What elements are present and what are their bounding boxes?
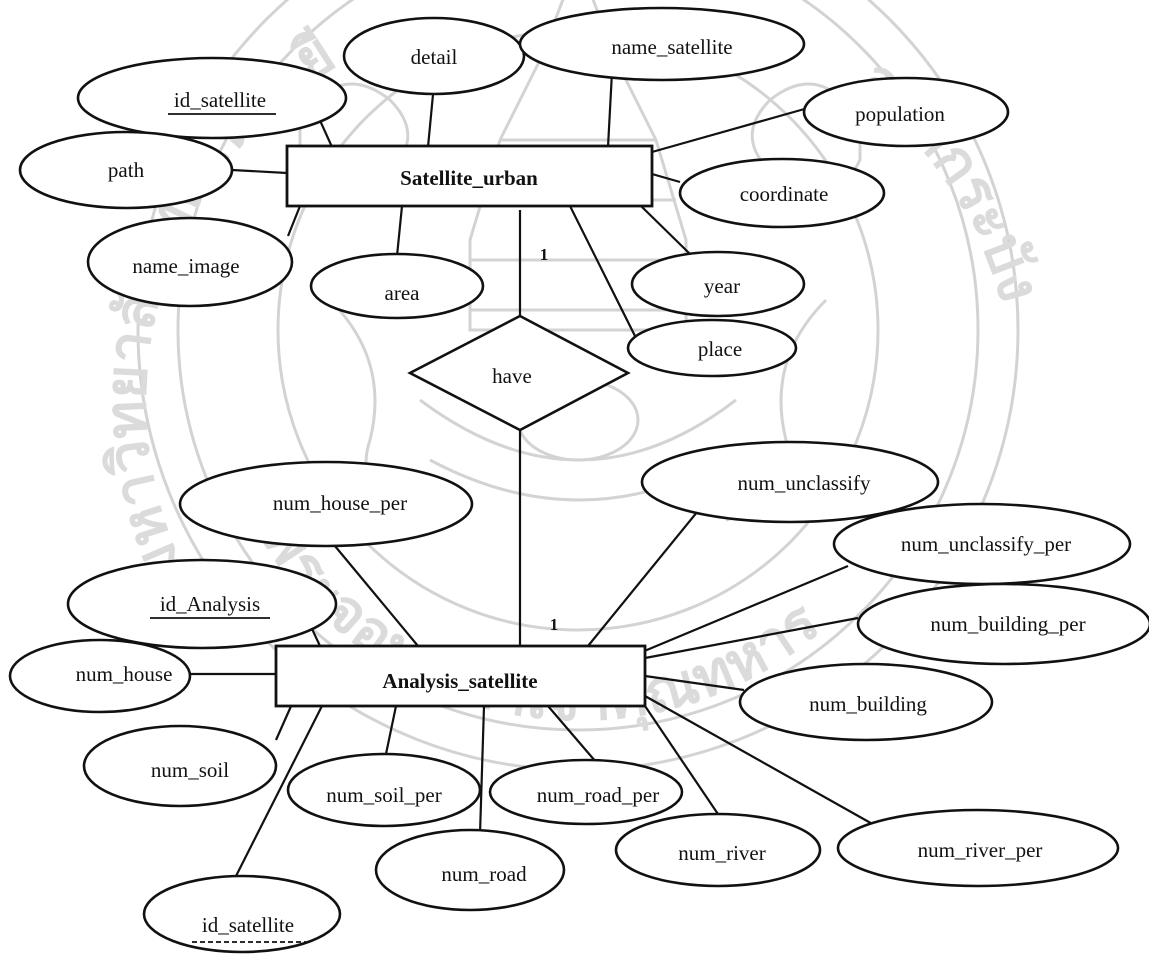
entity-satellite-urban: Satellite_urban (285, 144, 654, 208)
attribute-num-house: num_house (8, 638, 192, 714)
entity-analysis-satellite-label: Analysis_satellite (382, 669, 537, 693)
attribute-coordinate: coordinate (678, 157, 886, 229)
attribute-name-satellite: name_satellite (518, 6, 806, 82)
attribute-num-building: num_building (738, 662, 994, 742)
attribute-path: path (18, 130, 234, 210)
attribute-num-soil: num_soil (82, 724, 278, 808)
attribute-num-soil-label: num_soil (151, 758, 229, 782)
attribute-num-river-per-label: num_river_per (918, 838, 1043, 862)
attribute-id-satellite-foreign-key: id_satellite (142, 874, 342, 954)
attribute-num-house-label: num_house (76, 662, 173, 686)
attribute-id-satellite-label: id_satellite (174, 88, 266, 112)
attribute-id-satellite-fk-label: id_satellite (202, 913, 294, 937)
attribute-num-road: num_road (374, 828, 566, 912)
attribute-num-road-per-label: num_road_per (537, 783, 659, 807)
cardinality-bottom: 1 (550, 615, 559, 634)
attribute-population-label: population (855, 102, 945, 126)
attribute-id-analysis-label: id_Analysis (160, 592, 260, 616)
attribute-num-house-per: num_house_per (178, 460, 474, 548)
attribute-num-unclassify-per: num_unclassify_per (832, 502, 1132, 586)
attribute-name-image: name_image (86, 216, 294, 308)
attribute-place-label: place (698, 337, 742, 361)
attribute-num-soil-per-label: num_soil_per (326, 783, 442, 807)
relationship-have: have 1 1 (407, 245, 631, 634)
attribute-num-river-per: num_river_per (836, 808, 1120, 888)
attribute-name-satellite-label: name_satellite (611, 35, 732, 59)
analysis-satellite-connectors (190, 505, 877, 881)
attribute-area-label: area (385, 281, 421, 305)
attribute-year-label: year (704, 274, 740, 298)
attribute-population: population (802, 76, 1010, 148)
attribute-num-building-per-label: num_building_per (930, 612, 1085, 636)
attribute-id-analysis: id_Analysis (66, 558, 338, 650)
attribute-num-unclassify-label: num_unclassify (738, 471, 871, 495)
attribute-num-unclassify-per-label: num_unclassify_per (901, 532, 1071, 556)
attribute-area: area (309, 252, 485, 320)
attribute-num-river: num_river (614, 812, 822, 888)
attribute-num-building-label: num_building (809, 692, 927, 716)
attribute-detail: detail (342, 16, 526, 96)
attribute-num-soil-per: num_soil_per (286, 752, 482, 828)
attribute-num-house-per-label: num_house_per (273, 491, 407, 515)
relationship-have-label: have (492, 364, 532, 388)
attribute-num-road-per: num_road_per (488, 758, 684, 826)
entity-analysis-satellite: Analysis_satellite (274, 644, 647, 708)
attribute-name-image-label: name_image (132, 254, 239, 278)
attribute-detail-label: detail (411, 45, 458, 69)
attribute-id-satellite: id_satellite (76, 56, 348, 140)
entity-satellite-urban-label: Satellite_urban (400, 166, 538, 190)
cardinality-top: 1 (540, 245, 549, 264)
attribute-num-river-label: num_river (678, 841, 765, 865)
attribute-coordinate-label: coordinate (740, 182, 829, 206)
attribute-num-road-label: num_road (441, 862, 527, 886)
attribute-place: place (626, 318, 798, 378)
attribute-num-building-per: num_building_per (856, 582, 1149, 666)
attribute-year: year (630, 250, 806, 318)
attribute-path-label: path (108, 158, 145, 182)
attribute-num-unclassify: num_unclassify (640, 440, 940, 524)
